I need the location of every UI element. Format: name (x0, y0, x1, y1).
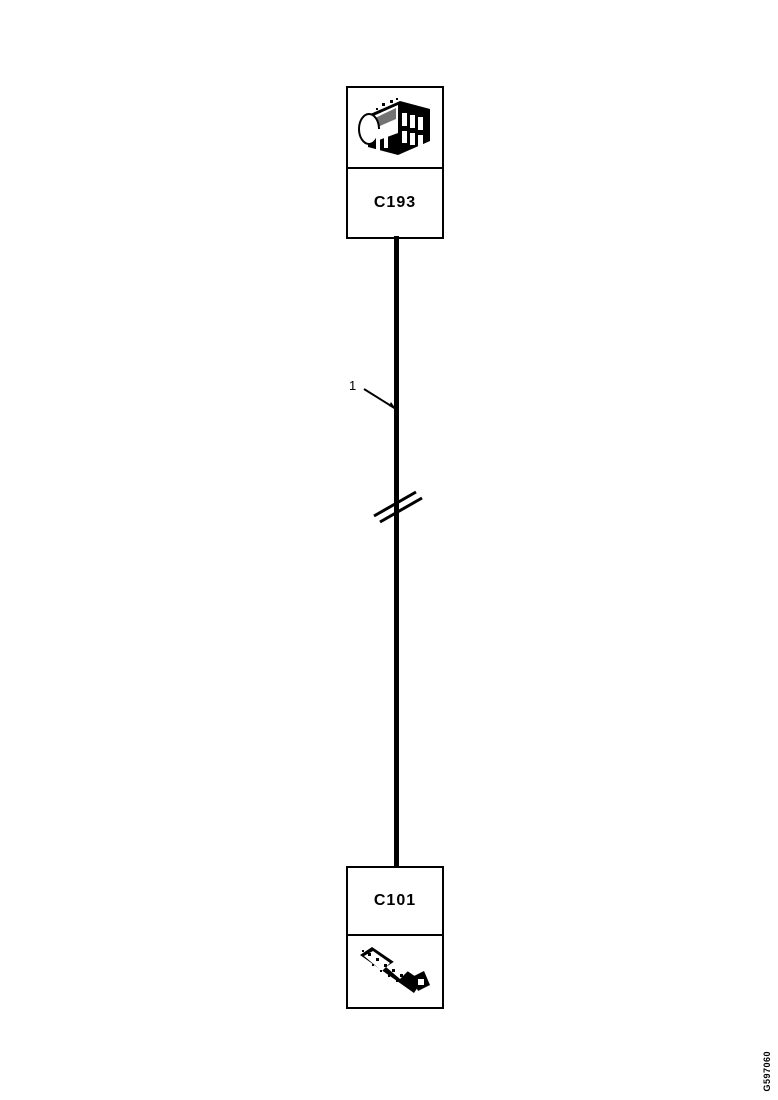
connector-top-divider (348, 167, 442, 169)
connector-top-illustration (348, 88, 442, 167)
connector-bottom-divider (348, 934, 442, 936)
connector-bottom-label: C101 (373, 892, 417, 909)
connector-bottom-illustration (348, 938, 442, 1007)
document-id-footer: G597060 (762, 1051, 772, 1092)
connector-block-top[interactable]: C193 (346, 86, 444, 239)
connector-bottom-label-cell: C101 (348, 868, 442, 934)
wire-break-symbol (373, 490, 423, 524)
connector-top-label-cell: C193 (348, 169, 442, 237)
wire-main-vertical[interactable] (394, 236, 399, 870)
connector-top-label: C193 (373, 194, 417, 211)
connector-block-bottom[interactable]: C101 (346, 866, 444, 1009)
wire-number-label: 1 (349, 378, 357, 393)
wire-leader-line (363, 388, 397, 410)
